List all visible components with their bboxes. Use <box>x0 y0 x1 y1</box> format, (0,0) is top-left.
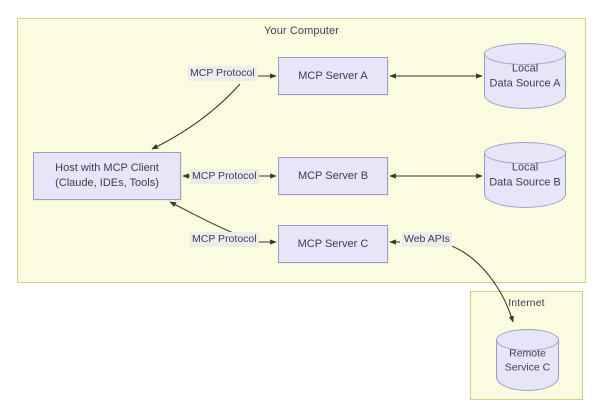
data-source-b-line-2: Data Source B <box>489 176 561 189</box>
data-source-a-line-1: Local <box>511 62 539 75</box>
cylinder-top <box>496 329 559 351</box>
remote-service-c-label-group: Remote Service C <box>496 347 559 375</box>
host-line-1: Host with MCP Client <box>55 162 159 174</box>
host-line-2: (Claude, IDEs, Tools) <box>55 177 159 189</box>
remote-service-c-line-1: Remote <box>509 347 546 360</box>
data-source-b-line-1: Local <box>511 161 539 174</box>
node-local-data-source-a[interactable]: Local Data Source A <box>484 43 566 109</box>
node-host-with-mcp-client[interactable]: Host with MCP Client (Claude, IDEs, Tool… <box>33 152 181 200</box>
your-computer-label: Your Computer <box>264 25 339 37</box>
node-mcp-server-c[interactable]: MCP Server C <box>278 225 388 263</box>
server-a-label: MCP Server A <box>298 69 368 82</box>
remote-service-c-line-2: Service C <box>504 361 551 374</box>
node-remote-service-c[interactable]: Remote Service C <box>496 329 559 391</box>
edge-label-mcp-protocol-b: MCP Protocol <box>190 169 259 184</box>
node-local-data-source-b[interactable]: Local Data Source B <box>484 142 566 208</box>
edge-label-mcp-protocol-a: MCP Protocol <box>188 66 257 81</box>
server-c-label: MCP Server C <box>297 237 369 250</box>
node-mcp-server-a[interactable]: MCP Server A <box>278 57 388 95</box>
cylinder-top <box>484 43 566 65</box>
data-source-a-line-2: Data Source A <box>489 77 561 90</box>
node-mcp-server-b[interactable]: MCP Server B <box>278 157 388 195</box>
internet-label: Internet <box>508 297 545 309</box>
data-source-a-label-group: Local Data Source A <box>484 62 566 92</box>
server-b-label: MCP Server B <box>297 169 369 182</box>
edge-label-mcp-protocol-c: MCP Protocol <box>190 232 259 247</box>
data-source-b-label-group: Local Data Source B <box>484 161 566 191</box>
cylinder-top <box>484 142 566 164</box>
edge-label-web-apis: Web APIs <box>402 232 452 247</box>
